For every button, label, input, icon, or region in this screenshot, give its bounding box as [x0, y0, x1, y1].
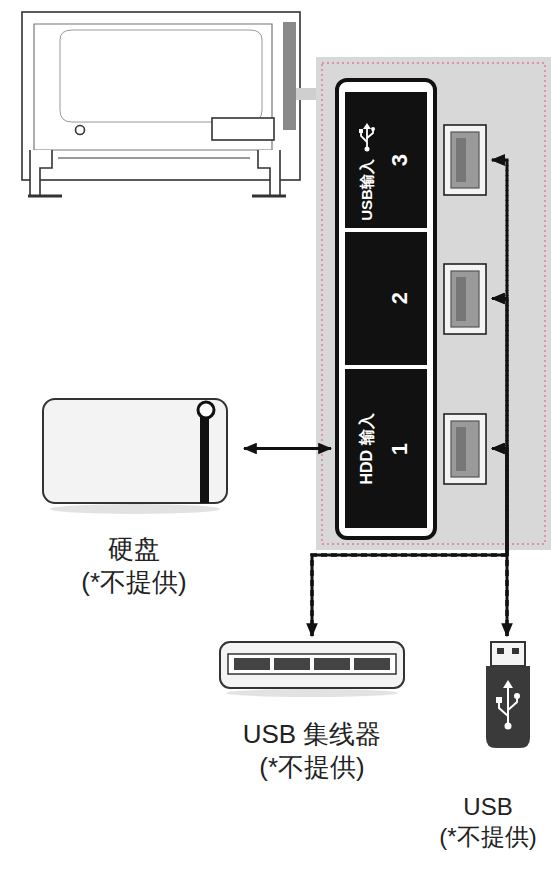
tv-back: [22, 12, 300, 196]
usb-symbol: [357, 122, 377, 152]
label-cell: [345, 232, 427, 365]
optional-connection: [312, 160, 507, 636]
hub-picture: [218, 640, 406, 698]
device-note: (*不提供): [428, 822, 548, 852]
device: 硬盘(*不提供): [38, 395, 230, 598]
port-number: 3: [387, 154, 413, 166]
port-label: HDD 输入: [357, 413, 378, 484]
connection-arrow: [492, 449, 507, 637]
device: USB 集线器(*不提供): [212, 640, 412, 783]
tv-port-strip: [283, 22, 296, 130]
device-note: (*不提供): [212, 751, 412, 784]
port-label-cell: USB输入 3: [345, 92, 490, 228]
stick-picture: [485, 640, 531, 750]
optional-connection: [492, 299, 507, 637]
port-number: 2: [387, 292, 413, 304]
dotted-frame: [322, 63, 545, 544]
port-label: USB输入: [358, 159, 377, 221]
usb-port: [443, 263, 487, 335]
device-name: USB 集线器: [212, 718, 412, 751]
usb-port: [443, 124, 487, 196]
drive-picture: [40, 395, 230, 515]
port-label-cell: 2: [345, 232, 490, 365]
port-number: 1: [387, 443, 413, 455]
label-cell: [345, 369, 427, 528]
device-note: (*不提供): [38, 566, 230, 599]
connection-arrow: [244, 447, 331, 450]
device: USB(*不提供): [428, 640, 548, 852]
usb-port: [443, 413, 487, 485]
callout-leader: [296, 88, 317, 100]
label-frame: [337, 80, 435, 538]
device-name: USB: [428, 792, 548, 822]
port-label-cell: HDD 输入 1: [345, 369, 490, 528]
port-panel: [316, 57, 551, 550]
optional-connection: [492, 160, 507, 636]
device-name: 硬盘: [38, 533, 230, 566]
label-cell: [345, 92, 427, 228]
